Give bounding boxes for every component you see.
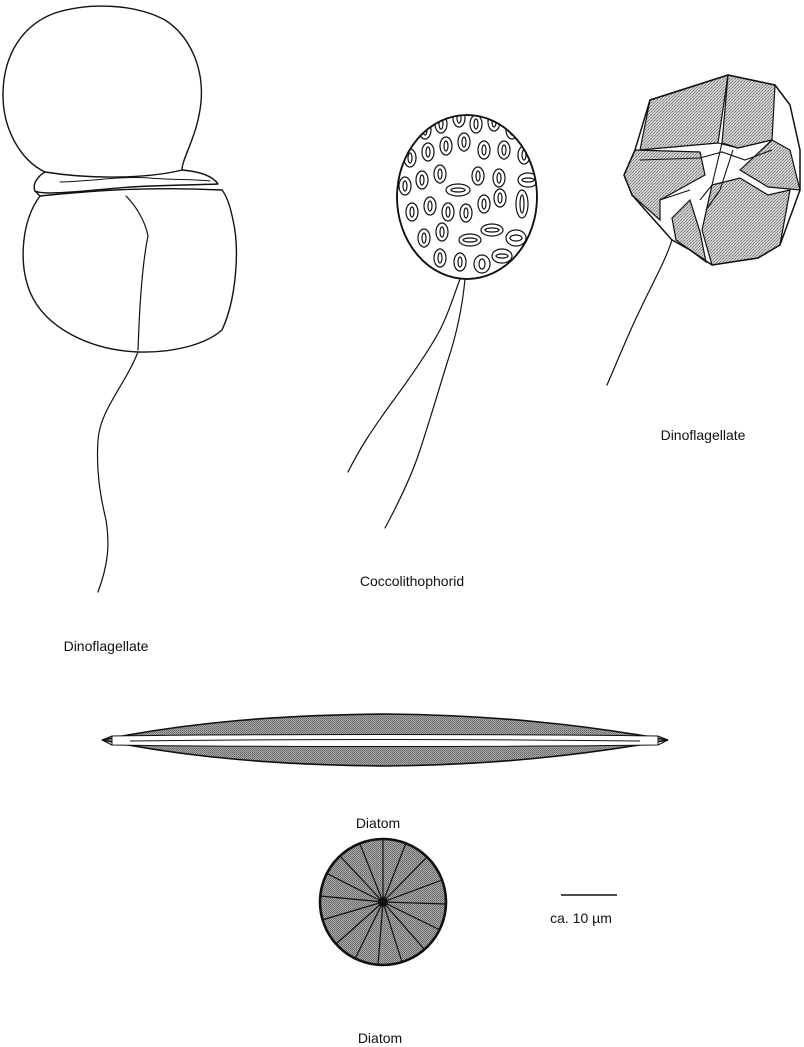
label-dinoflagellate-right: Dinoflagellate [661, 427, 746, 443]
scale-bar-label: ca. 10 µm [550, 910, 612, 926]
thecal-plate [702, 178, 790, 265]
label-coccolithophorid: Coccolithophorid [360, 573, 464, 589]
dinoflagellate-left-drawing [3, 6, 236, 592]
label-diatom-centric: Diatom [358, 1030, 402, 1046]
thecal-plate [672, 200, 706, 262]
label-dinoflagellate-left: Dinoflagellate [64, 638, 149, 654]
dinoflagellate-right-drawing [607, 75, 800, 385]
epicone-outline [3, 6, 201, 177]
label-diatom-pennate: Diatom [356, 815, 400, 831]
diatom-pennate-drawing [102, 714, 668, 766]
coccolithophorid-drawing [348, 109, 538, 528]
flagellum-right [607, 240, 672, 385]
thecal-plate [740, 140, 800, 190]
flagellum-left [97, 352, 138, 592]
diatom-centric-drawing [320, 839, 446, 965]
hypocone-outline [23, 190, 236, 352]
flagellum-cocco-2 [385, 279, 465, 528]
thecal-plate [722, 75, 775, 148]
thecal-plate [640, 75, 728, 150]
